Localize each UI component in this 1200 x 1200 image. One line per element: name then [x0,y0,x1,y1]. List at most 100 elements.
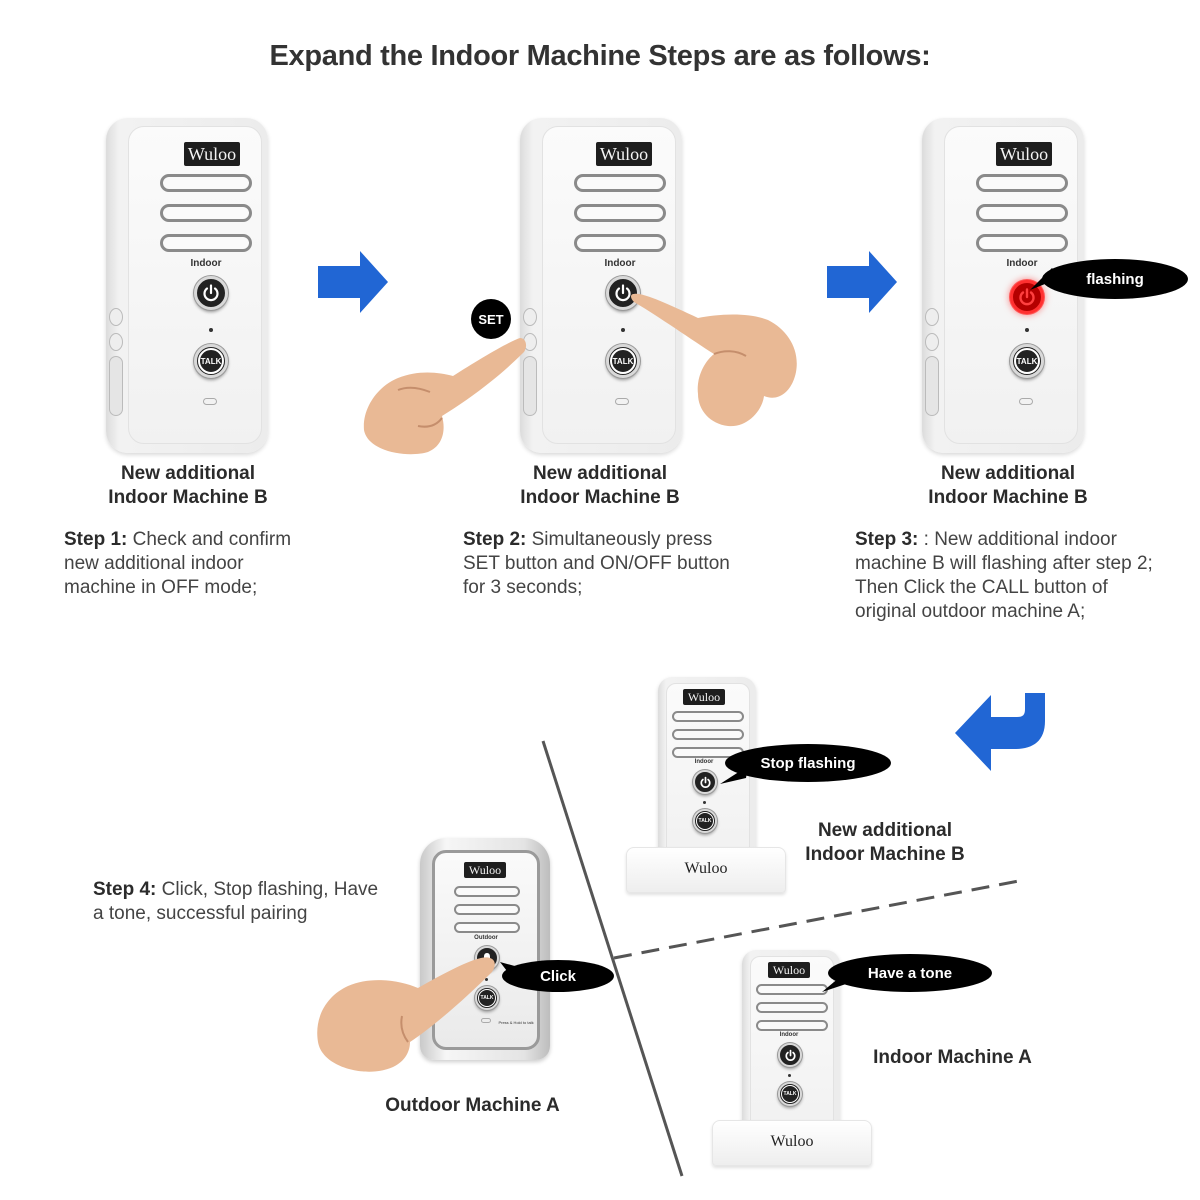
talk-label: TALK [783,1091,797,1097]
arrow-right-icon [827,251,897,313]
pointing-hand-icon [317,957,495,1072]
step-2-label: Step 2: [463,529,527,550]
speaker-slot [454,904,520,915]
status-led [788,1074,791,1077]
pointing-hand-icon [363,338,527,455]
device-label-line1: New additional [120,463,256,484]
step-3-label: Step 3: [855,529,919,550]
speaker-slot [756,984,828,995]
talk-button: TALK [606,344,640,378]
side-volume-button [109,308,123,326]
speaker-slot [672,711,744,722]
step-3-text: Step 3: : New additional indoor machine … [855,528,1155,624]
speaker-slot [454,922,520,933]
status-led [621,328,625,332]
step-4-description: Click, Stop flashing, Have a tone, succe… [93,879,379,924]
speaker-slot [574,204,666,222]
charging-dock: Wuloo [712,1120,872,1166]
indoor-label: Indoor [779,1032,799,1038]
stop-flashing-bubble: Stop flashing [725,744,891,782]
brand-logo: Wuloo [768,962,810,978]
indoor-machine-b-step1: Wuloo Indoor TALK [106,118,268,453]
device-label-line2: Indoor Machine B [520,487,680,508]
page-title: Expand the Indoor Machine Steps are as f… [269,40,931,72]
indoor-machine-b-dock: Wuloo Indoor TALK Wuloo [626,677,786,917]
speaker-slot [756,1002,828,1013]
indoor-label: Indoor [604,258,636,269]
power-icon [784,1049,796,1061]
indoor-machine-a-label: Indoor Machine A [873,1047,1032,1068]
speaker-slot [976,234,1068,252]
talk-button: TALK [194,344,228,378]
device-label-line2: Indoor Machine B [108,487,268,508]
outdoor-label: Outdoor [474,935,498,941]
talk-label: TALK [612,356,634,366]
power-icon [203,284,219,302]
brand-logo: Wuloo [996,142,1052,166]
brand-logo: Wuloo [596,142,652,166]
talk-label: TALK [1016,356,1038,366]
talk-label: TALK [480,995,494,1001]
speaker-slot [454,886,520,897]
step-2-text: Step 2: Simultaneously press SET button … [463,528,733,600]
indoor-label: Indoor [694,759,714,765]
have-a-tone-bubble: Have a tone [828,954,992,992]
speaker-slot [976,204,1068,222]
step-4-label: Step 4: [93,879,157,900]
outdoor-machine-a-label: Outdoor Machine A [385,1095,560,1116]
step-3-description: : New additional indoor machine B will f… [855,529,1153,622]
speaker-slot [160,234,252,252]
side-set-button [925,333,939,351]
device-label: New additional Indoor Machine B [880,462,1136,510]
arrow-right-icon [318,251,388,313]
indoor-b-label: New additional Indoor Machine B [780,819,990,867]
power-button [606,276,640,310]
side-switch [925,356,939,416]
microphone [1019,398,1033,405]
brand-logo: Wuloo [683,689,725,705]
charging-dock: Wuloo [626,847,786,893]
power-button [778,1043,802,1067]
side-switch [523,356,537,416]
side-switch [109,356,123,416]
device-label-line1: New additional [532,463,668,484]
speaker-slot [160,204,252,222]
dock-logo: Wuloo [770,1133,814,1150]
microphone [615,398,629,405]
speaker-slot [756,1020,828,1031]
press-hold-label: Press & Hold to talk [498,1020,534,1025]
talk-button: TALK [1010,344,1044,378]
microphone [203,398,217,405]
side-volume-button [523,308,537,326]
device-label: New additional Indoor Machine B [60,462,316,510]
brand-logo: Wuloo [464,862,506,878]
step-4-text: Step 4: Click, Stop flashing, Have a ton… [93,878,383,926]
status-led [485,978,488,981]
status-led [209,328,213,332]
power-icon [699,776,711,788]
set-badge: SET [471,299,511,339]
arrow-return-icon [955,693,1045,771]
talk-label: TALK [200,356,222,366]
indoor-machine-a-dock: Wuloo Indoor TALK Wuloo [712,950,872,1195]
device-label-line2: Indoor Machine B [928,487,1088,508]
indoor-label: Indoor [1006,258,1038,269]
talk-button: TALK [693,809,717,833]
speaker-slot [574,174,666,192]
speaker-slot [574,234,666,252]
speaker-slot [976,174,1068,192]
step-1-description: Check and confirm new additional indoor … [64,529,292,598]
speaker-slot [160,174,252,192]
side-volume-button [925,308,939,326]
status-led [1025,328,1029,332]
device-label: New additional Indoor Machine B [472,462,728,510]
outdoor-machine-a: Wuloo Outdoor TALK Press & Hold to talk [420,838,550,1060]
talk-button: TALK [778,1082,802,1106]
dashed-divider [613,878,1025,960]
power-icon [1019,288,1035,306]
pointing-hand-icon [631,293,797,427]
microphone [481,1018,491,1023]
click-bubble: Click [502,960,614,992]
device-label-line1: New additional [940,463,1076,484]
